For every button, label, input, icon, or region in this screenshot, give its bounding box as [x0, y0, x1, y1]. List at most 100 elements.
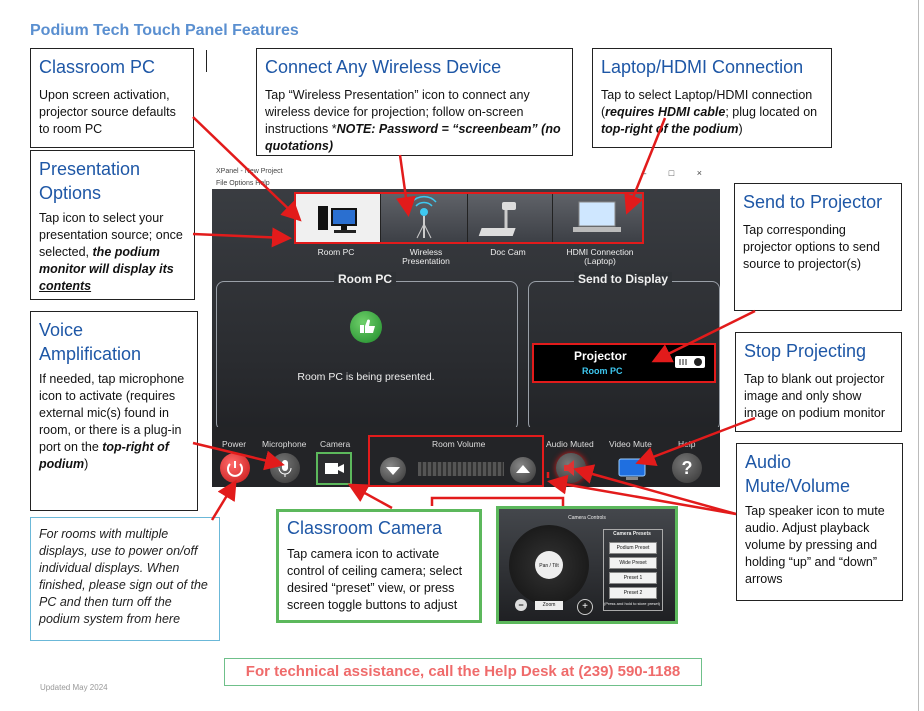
- body-text: ): [738, 122, 743, 137]
- callout-send-to-projector: Send to Projector Tap corresponding proj…: [734, 183, 902, 311]
- microphone-button[interactable]: [270, 453, 300, 483]
- body-emphasis: requires HDMI cable: [605, 105, 726, 120]
- body-emphasis: top-right of the podium: [601, 122, 739, 137]
- page-title: Podium Tech Touch Panel Features: [30, 22, 299, 39]
- callout-wireless: Connect Any Wireless Device Tap “Wireles…: [256, 48, 573, 156]
- video-mute-label: Video Mute: [609, 439, 652, 449]
- power-icon: [227, 461, 243, 477]
- callout-body: Tap to blank out projector image and onl…: [744, 372, 886, 421]
- audio-mute-button[interactable]: [556, 453, 586, 483]
- callout-body: Tap “Wireless Presentation” icon to conn…: [265, 87, 564, 155]
- projector-label: Projector: [574, 349, 627, 363]
- callout-heading: Audio Mute/Volume: [745, 452, 851, 497]
- laptop-icon: [573, 201, 621, 232]
- callout-body: Tap corresponding projector options to s…: [743, 223, 880, 272]
- preset-button[interactable]: Preset 1: [609, 572, 657, 584]
- body-text: ): [84, 456, 89, 471]
- pan-tilt-label: Pan / Tilt: [539, 563, 559, 569]
- callout-body: Upon screen activation, projector source…: [39, 88, 176, 137]
- monitor-icon: [618, 458, 646, 480]
- video-camera-icon: [325, 463, 344, 474]
- desktop-pc-icon: [318, 206, 357, 233]
- camera-presets-box: [603, 529, 663, 611]
- speaker-icon: [564, 460, 574, 476]
- callout-heading: Connect Any Wireless Device: [265, 57, 502, 77]
- microphone-icon: [278, 460, 292, 477]
- callout-heading: Voice Amplification: [39, 320, 142, 365]
- window-controls[interactable]: – □ ×: [641, 168, 712, 178]
- document-camera-icon: [478, 202, 516, 236]
- callout-body: Tap camera icon to activate control of c…: [287, 547, 463, 613]
- room-volume-control: [368, 435, 544, 487]
- projector-source: Room PC: [582, 366, 623, 376]
- callout-body: Tap icon to select your presentation sou…: [39, 210, 186, 295]
- help-desk-footer: For technical assistance, call the Help …: [224, 658, 702, 686]
- callout-classroom-camera: Classroom Camera Tap camera icon to acti…: [276, 509, 482, 623]
- body-emphasis: top-right of podium: [39, 439, 169, 471]
- arrow-power: [210, 479, 237, 521]
- room-pc-pane-title: Room PC: [334, 272, 396, 286]
- callout-heading: Send to Projector: [743, 192, 883, 212]
- volume-down-button[interactable]: [380, 457, 406, 483]
- projector-button[interactable]: Projector Room PC: [532, 343, 716, 383]
- body-text: If needed, tap microphone icon to activa…: [39, 371, 185, 454]
- power-label: Power: [222, 439, 247, 449]
- minus-icon: −: [518, 600, 524, 610]
- question-mark-icon: ?: [681, 458, 693, 478]
- callout-heading: Stop Projecting: [744, 341, 867, 361]
- callout-audio-mute-volume: Audio Mute/Volume Tap speaker icon to mu…: [736, 443, 903, 601]
- camera-presets-title: Camera Presets: [613, 531, 651, 537]
- body-emphasis: contents: [39, 278, 92, 293]
- video-mute-button[interactable]: [616, 455, 648, 483]
- source-bar: [294, 192, 644, 244]
- source-label: Wireless Presentation: [402, 247, 450, 267]
- callout-body: Tap to select Laptop/HDMI connection (re…: [601, 87, 823, 138]
- audio-muted-label: Audio Muted: [546, 439, 594, 449]
- send-to-display-title: Send to Display: [574, 272, 673, 286]
- source-room-pc-button[interactable]: [296, 194, 381, 242]
- presets-hint: (Press and hold to store preset): [603, 601, 661, 606]
- callout-heading: Presentation Options: [39, 159, 141, 204]
- zoom-in-button[interactable]: +: [577, 599, 593, 615]
- microphone-label: Microphone: [262, 439, 307, 449]
- camera-button[interactable]: [316, 452, 352, 485]
- wireless-antenna-icon: [411, 195, 437, 239]
- arrow-up-icon: [516, 465, 530, 473]
- camera-label: Camera: [320, 439, 351, 449]
- source-hdmi-button[interactable]: [553, 194, 642, 242]
- volume-up-button[interactable]: [510, 457, 536, 483]
- callout-body: Tap speaker icon to mute audio. Adjust p…: [745, 503, 885, 586]
- preset-button[interactable]: Wide Preset: [609, 557, 657, 569]
- window-titlebar: XPanel - New Project File Options Help –…: [212, 165, 720, 189]
- presentation-status: Room PC is being presented.: [297, 371, 435, 383]
- page-edge: [918, 0, 919, 711]
- room-volume-label: Room Volume: [432, 439, 486, 449]
- source-label: HDMI Connection (Laptop): [566, 247, 634, 267]
- camera-panel-title: Camera Controls: [568, 515, 606, 521]
- help-label: Help: [678, 439, 696, 449]
- body-text: ; plug located on: [725, 105, 818, 120]
- callout-hdmi: Laptop/HDMI Connection Tap to select Lap…: [592, 48, 832, 148]
- camera-bracket: [430, 496, 565, 506]
- body-emphasis: the podium monitor will display its: [39, 244, 174, 276]
- room-pc-pane: [216, 281, 518, 431]
- callout-stop-projecting: Stop Projecting Tap to blank out project…: [735, 332, 902, 432]
- arrow-down-icon: [386, 467, 400, 475]
- preset-button[interactable]: Podium Preset: [609, 542, 657, 554]
- source-label: Room PC: [317, 247, 355, 257]
- source-wireless-button[interactable]: [381, 194, 468, 242]
- volume-meter: [418, 462, 504, 476]
- window-menu: File Options Help: [216, 180, 270, 187]
- source-doc-cam-button[interactable]: [468, 194, 553, 242]
- divider: [206, 50, 207, 72]
- pan-tilt-center[interactable]: [535, 551, 563, 579]
- body-text: Tap icon to select your presentation sou…: [39, 210, 183, 259]
- callout-heading: Classroom Camera: [287, 518, 443, 538]
- zoom-out-button[interactable]: −: [515, 599, 527, 611]
- help-button[interactable]: ?: [672, 453, 702, 483]
- projector-icon: [675, 356, 705, 368]
- callout-voice-amplification: Voice Amplification If needed, tap micro…: [30, 311, 198, 511]
- preset-button[interactable]: Preset 2: [609, 587, 657, 599]
- power-button[interactable]: [220, 453, 250, 483]
- thumbs-up-icon: [350, 311, 382, 343]
